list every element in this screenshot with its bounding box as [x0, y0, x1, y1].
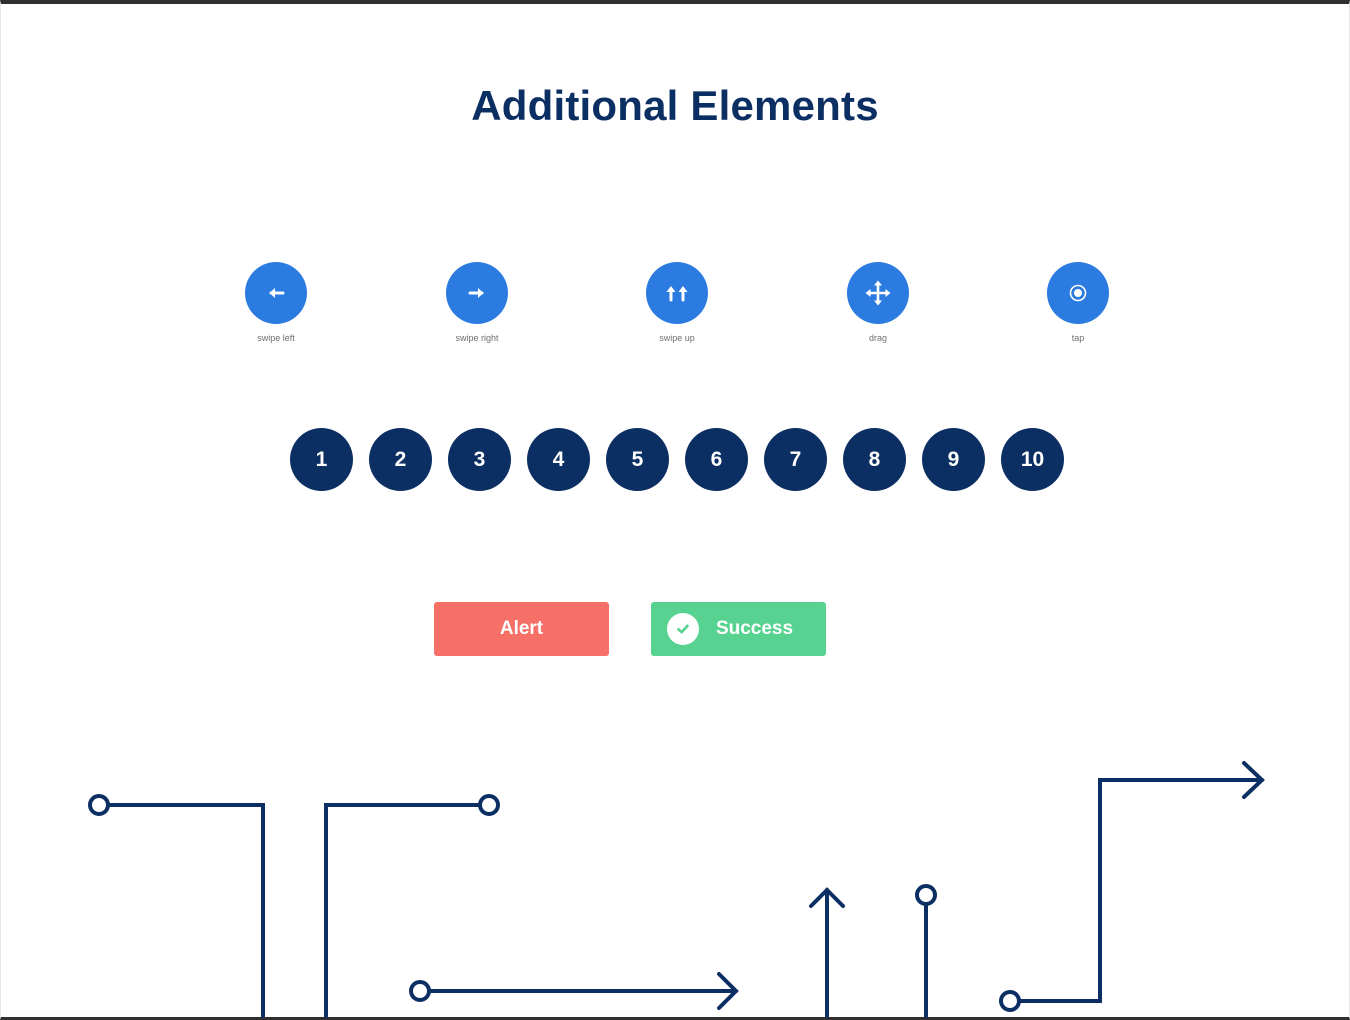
gesture-label: swipe right [455, 333, 499, 343]
tap-target-icon [1047, 262, 1109, 324]
connector-node-3 [409, 980, 431, 1002]
connector-node-1 [88, 794, 110, 816]
alert-button[interactable]: Alert [434, 602, 609, 656]
number-badge-10[interactable]: 10 [1001, 428, 1064, 491]
double-arrow-up-icon [646, 262, 708, 324]
number-badge-5[interactable]: 5 [606, 428, 669, 491]
arrow-left-icon [245, 262, 307, 324]
gesture-swipe-right[interactable]: swipe right [417, 262, 537, 343]
number-badge-7[interactable]: 7 [764, 428, 827, 491]
gesture-tap[interactable]: tap [1018, 262, 1138, 343]
connector-node-2 [478, 794, 500, 816]
number-badge-2[interactable]: 2 [369, 428, 432, 491]
connector-line-1 [107, 803, 265, 1018]
connector-node-5 [915, 884, 937, 906]
number-badge-9[interactable]: 9 [922, 428, 985, 491]
page-title: Additional Elements [471, 82, 879, 129]
gesture-swipe-up[interactable]: swipe up [617, 262, 737, 343]
move-icon [847, 262, 909, 324]
gesture-label: drag [868, 333, 887, 343]
gesture-swipe-left[interactable]: swipe left [216, 262, 336, 343]
number-badge-1[interactable]: 1 [290, 428, 353, 491]
connector-node-6 [999, 990, 1021, 1012]
gesture-label: swipe up [659, 333, 695, 343]
gesture-label: swipe left [257, 333, 295, 343]
number-badge-4[interactable]: 4 [527, 428, 590, 491]
success-button[interactable]: Success [651, 602, 826, 656]
alert-button-label: Alert [499, 618, 544, 639]
arrow-right-head-2 [1242, 761, 1265, 799]
arrow-right-icon [446, 262, 508, 324]
number-badge-8[interactable]: 8 [843, 428, 906, 491]
success-button-label: Success [715, 618, 794, 639]
number-badge-3[interactable]: 3 [448, 428, 511, 491]
connector-line-2 [324, 803, 482, 1018]
arrow-up-head [809, 887, 845, 908]
arrow-right-head [717, 972, 739, 1010]
check-icon [667, 613, 699, 645]
gesture-drag[interactable]: drag [818, 262, 938, 343]
connector-line-6 [1017, 778, 1264, 1003]
gesture-label: tap [1071, 333, 1085, 343]
number-badge-6[interactable]: 6 [685, 428, 748, 491]
